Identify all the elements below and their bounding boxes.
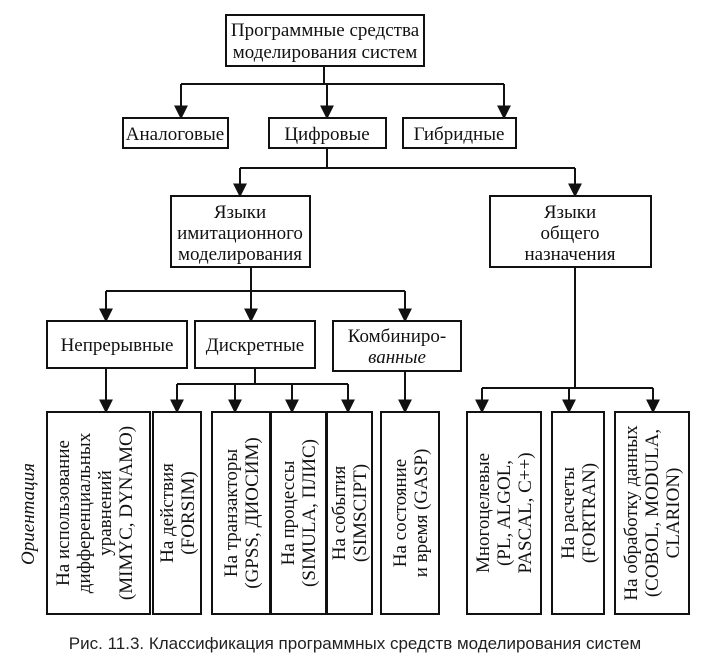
box-leaf-data-processing [614,411,690,615]
box-digital [268,117,387,149]
box-leaf-transactions [211,411,271,615]
box-leaf-actions [152,411,202,615]
label-continuous: Непрерывные [61,335,174,356]
leaf-data-processing: На обработку данных (COBOL, MODULA, CLAR… [621,425,684,601]
leaf-events: На события (SIMSCIPT) [329,464,371,562]
leaf-multipurpose-line-2: (PL, ALGOL, [494,460,515,566]
leaf-actions-line-2: (FORSIM) [178,471,199,554]
leaf-events-line-2: (SIMSCIPT) [350,464,371,562]
box-leaf-diff-eq [46,411,151,615]
leaf-data-processing-line-1: На обработку данных [621,425,642,601]
title-line-2: моделирования систем [233,42,418,63]
connector-discrete-bus [177,368,348,385]
leaf-diff-eq: На использование дифференциальных уравне… [53,426,137,600]
connector-general-bus [482,267,653,389]
leaf-calculations: На расчеты (FORTRAN) [558,463,600,563]
label-simulation-2: имитационного [177,223,303,244]
title-line-1: Программные средства [231,20,420,41]
labels: Программные средства моделирования систе… [61,20,616,368]
label-general-1: Языки [544,202,596,223]
leaf-transactions: На транзакторы (GPSS, ДИОСИМ) [221,437,263,589]
label-simulation-3: моделирования [178,244,302,265]
leaf-data-processing-line-2: (COBOL, MODULA, [642,429,663,597]
leaf-events-line-1: На события [329,466,350,561]
box-leaf-multipurpose [466,411,542,615]
label-discrete: Дискретные [206,335,304,356]
boxes [46,14,690,615]
leaf-state-time-line-1: На состояние [390,459,411,567]
label-simulation-1: Языки [214,202,266,223]
box-hybrid [402,117,517,149]
label-analog: Аналоговые [126,124,224,145]
box-continuous [46,320,188,369]
leaf-labels: На использование дифференциальных уравне… [53,425,684,601]
leaf-transactions-line-1: На транзакторы [221,449,242,578]
label-general-3: назначения [524,244,615,265]
orientation-label: Ориентация [18,463,39,565]
leaf-multipurpose: Многоцелевые (PL, ALGOL, PASCAL, C++) [473,452,536,573]
leaf-multipurpose-line-1: Многоцелевые [473,453,494,573]
connector-title-bus [181,66,504,85]
leaf-processes: На процессы (SIMULA, ПЛИС) [278,439,320,587]
leaf-actions: На действия (FORSIM) [157,463,199,563]
leaf-calculations-line-1: На расчеты [558,467,579,559]
leaf-diff-eq-line-3: уравнений [95,470,116,556]
box-leaf-state-time [380,411,440,615]
leaf-processes-line-2: (SIMULA, ПЛИС) [299,439,320,587]
connector-simulation-bus [106,267,405,292]
box-leaf-events [326,411,373,615]
label-hybrid: Гибридные [414,124,505,145]
leaf-state-time: На состояние и время (GASP) [390,449,432,578]
leaf-diff-eq-line-2: дифференциальных [74,432,95,593]
box-leaf-processes [270,411,327,615]
box-leaf-calculations [551,411,605,615]
leaf-data-processing-line-3: CLARION) [663,468,684,559]
leaf-state-time-line-2: и время (GASP) [411,449,432,578]
box-title [225,14,425,67]
figure-caption: Рис. 11.3. Классификация программных сре… [69,634,641,653]
box-combined [332,320,462,372]
leaf-transactions-line-2: (GPSS, ДИОСИМ) [242,437,263,589]
label-digital: Цифровые [284,124,369,145]
connectors [99,66,660,414]
box-general-languages [489,195,652,268]
connector-digital-bus [240,148,575,169]
box-analog [122,117,229,149]
label-combined-2: ванные [368,347,426,368]
leaf-diff-eq-line-1: На использование [53,440,74,586]
leaf-multipurpose-line-3: PASCAL, C++) [515,452,536,573]
label-combined-1: Комбиниро- [348,326,446,347]
leaf-processes-line-1: На процессы [278,460,299,565]
box-simulation-languages [170,195,311,268]
box-discrete [194,320,316,369]
leaf-diff-eq-line-4: (MIMYC, DYNAMO) [116,426,137,600]
leaf-actions-line-1: На действия [157,463,178,563]
label-general-2: общего [540,223,599,244]
leaf-calculations-line-2: (FORTRAN) [579,463,600,563]
